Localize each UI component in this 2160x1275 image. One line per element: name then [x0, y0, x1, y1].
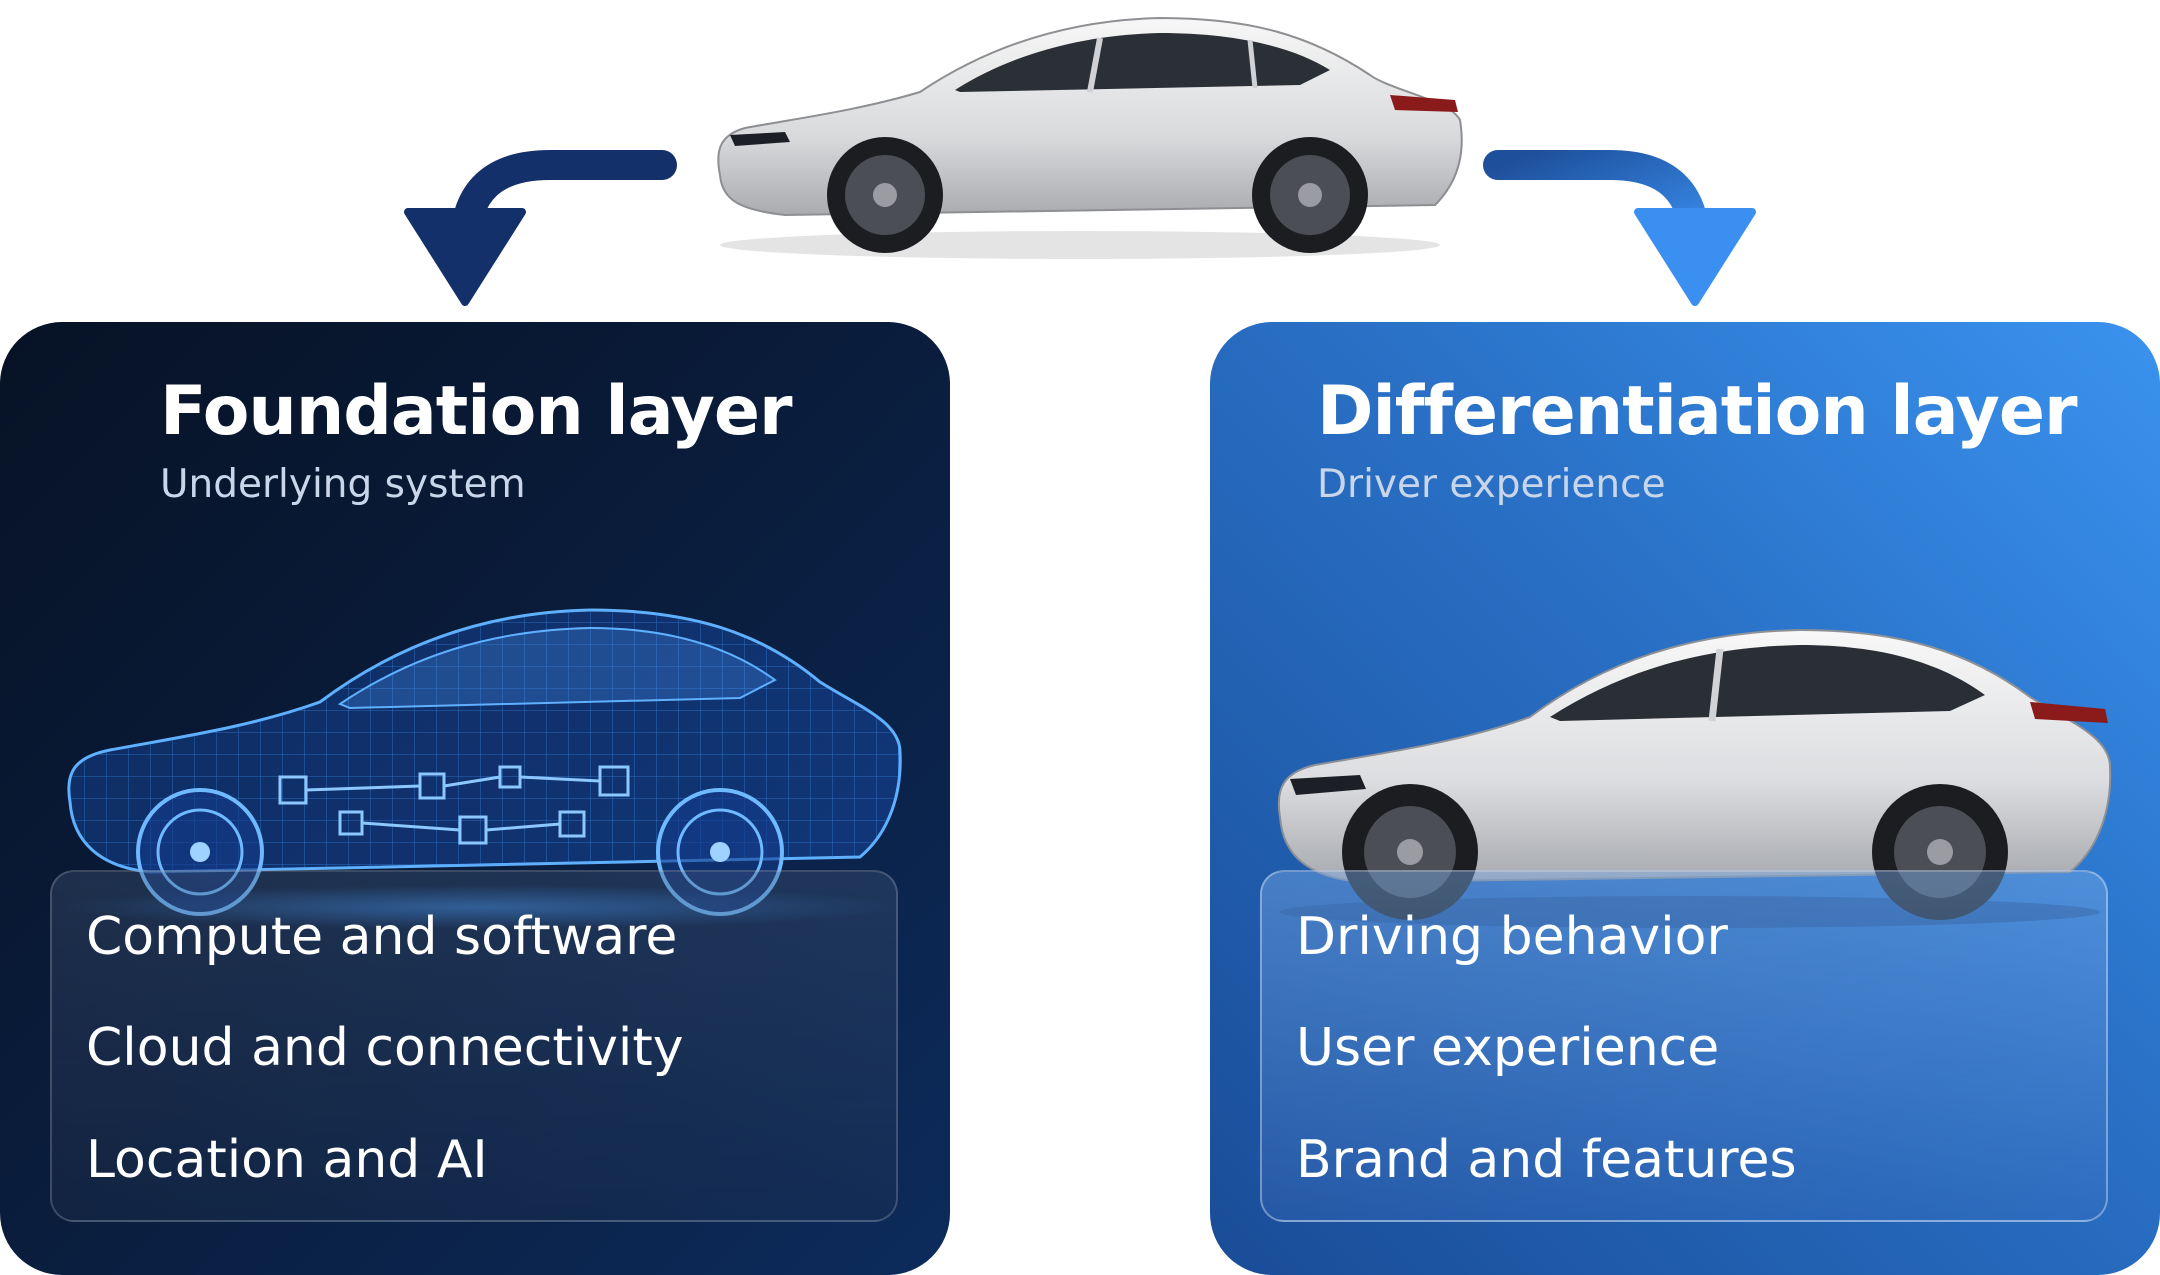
list-item: Location and AI: [86, 1130, 488, 1190]
arrow-left-icon: [404, 150, 677, 306]
wireframe-car-icon: [60, 608, 902, 929]
arrow-right-icon: [1483, 150, 1756, 306]
list-item: Driving behavior: [1296, 907, 1728, 967]
foundation-list: Compute and software Cloud and connectiv…: [50, 870, 898, 1222]
top-car-image: [717, 16, 1463, 259]
list-item: Compute and software: [86, 907, 678, 967]
differentiation-title: Differentiation layer: [1317, 372, 2078, 451]
differentiation-subtitle: Driver experience: [1317, 462, 1666, 507]
list-item: Brand and features: [1296, 1130, 1797, 1190]
foundation-title: Foundation layer: [160, 372, 792, 451]
foundation-layer-card: Foundation layer Underlying system: [0, 322, 950, 1275]
differentiation-list: Driving behavior User experience Brand a…: [1260, 870, 2108, 1222]
foundation-subtitle: Underlying system: [160, 462, 526, 507]
list-item: Cloud and connectivity: [86, 1018, 684, 1078]
differentiation-layer-card: Differentiation layer Driver experience: [1210, 322, 2160, 1275]
list-item: User experience: [1296, 1018, 1720, 1078]
silver-car-icon: [1277, 628, 2112, 928]
